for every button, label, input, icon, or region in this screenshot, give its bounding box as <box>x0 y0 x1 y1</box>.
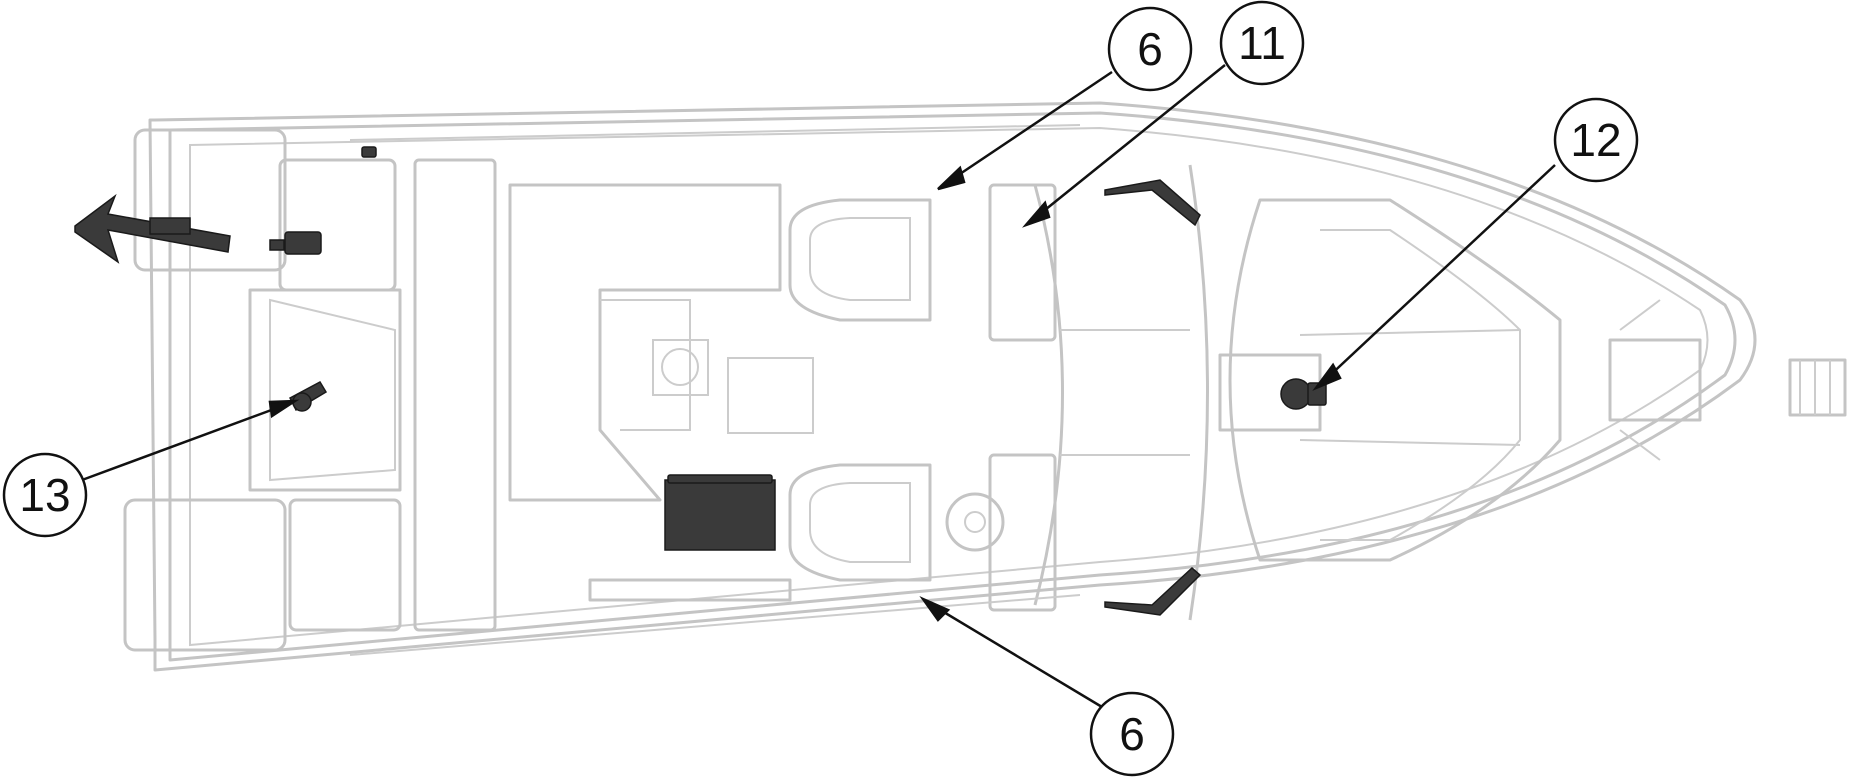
leader-lines <box>81 64 1556 709</box>
callout-label: 11 <box>1238 17 1286 69</box>
console-panel <box>664 474 776 551</box>
wiper-icon <box>1104 179 1202 616</box>
callout-label: 6 <box>1119 708 1145 760</box>
callout-11: 11 <box>1219 0 1305 86</box>
callout-label: 12 <box>1570 114 1621 166</box>
hull-outline <box>123 101 1847 672</box>
callout-label: 13 <box>19 469 70 521</box>
callout-6-bottom: 6 <box>1089 691 1175 777</box>
callout-13: 13 <box>2 452 88 538</box>
windlass-icon <box>1280 378 1327 410</box>
callout-label: 6 <box>1137 23 1163 75</box>
horn-icon <box>289 381 328 412</box>
callout-12: 12 <box>1553 97 1639 183</box>
cleat-icon <box>269 231 322 255</box>
fitting-icon <box>361 146 377 158</box>
callout-6-top: 6 <box>1107 6 1193 92</box>
anchor-icon <box>74 193 231 264</box>
